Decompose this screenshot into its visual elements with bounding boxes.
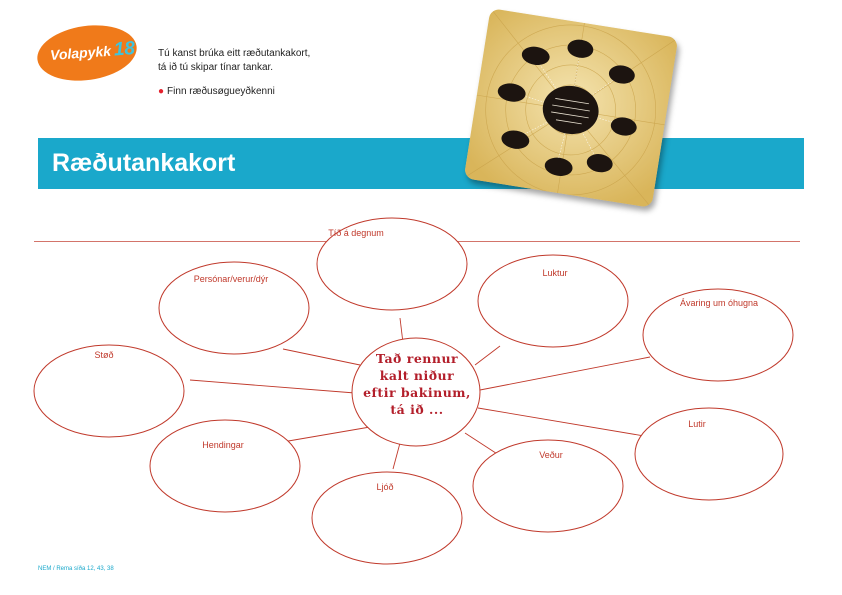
intro-line-2: tá ið tú skipar tínar tankar.: [158, 62, 274, 73]
node-bubble: [642, 288, 794, 382]
center-bubble: [351, 337, 481, 447]
node-bubble: [33, 344, 185, 438]
node-label-events: Hendingar: [202, 440, 244, 450]
page-title: Ræðutankakort: [52, 149, 236, 177]
center-line-3: eftir bakinum,: [363, 385, 471, 400]
connector-line: [479, 356, 651, 391]
connector-line: [282, 348, 361, 366]
bullet-dot-icon: ●: [158, 86, 165, 97]
node-bubble: [158, 261, 310, 355]
intro-bullet: ●Finn ræðusøgueyðkenni: [158, 86, 275, 97]
node-label-weather: Veður: [539, 450, 563, 460]
center-line-1: Tað rennur: [375, 351, 459, 366]
mindmap-thumbnail-image: [463, 8, 679, 208]
intro-text: Tú kanst brúka eitt ræðutankakort, tá ið…: [158, 47, 310, 75]
connector-line: [477, 407, 651, 438]
page-footer: NEM / Rema síða 12, 43, 38: [38, 566, 114, 572]
node-bubble: [311, 471, 463, 565]
node-label-objects: Lutir: [688, 419, 706, 429]
center-prompt: Tað rennur kalt niður eftir bakinum, tá …: [355, 350, 479, 418]
node-bubble: [634, 407, 784, 501]
node-bubble: [149, 419, 301, 513]
connector-line: [392, 442, 401, 470]
node-bubble: [472, 439, 624, 533]
node-label-characters: Persónar/verur/dýr: [193, 274, 269, 284]
center-line-2: kalt niður: [379, 368, 455, 383]
node-label-warning: Ávaring um óhugna: [679, 298, 759, 308]
node-bubble: [316, 217, 468, 311]
node-label-place: Støð: [94, 350, 114, 360]
title-banner: Ræðutankakort: [38, 138, 804, 189]
node-label-smell: Luktur: [542, 268, 568, 278]
node-bubble: [477, 254, 629, 348]
node-label-sound: Ljóð: [376, 482, 394, 492]
thumbnail-drawing: [463, 8, 679, 208]
bullet-text: Finn ræðusøgueyðkenni: [167, 86, 275, 97]
center-line-4: tá ið ...: [390, 402, 444, 417]
connector-line: [189, 379, 356, 394]
connector-line: [474, 345, 501, 366]
node-label-time-of-day: Tíð á degnum: [328, 228, 384, 238]
intro-line-1: Tú kanst brúka eitt ræðutankakort,: [158, 48, 311, 59]
